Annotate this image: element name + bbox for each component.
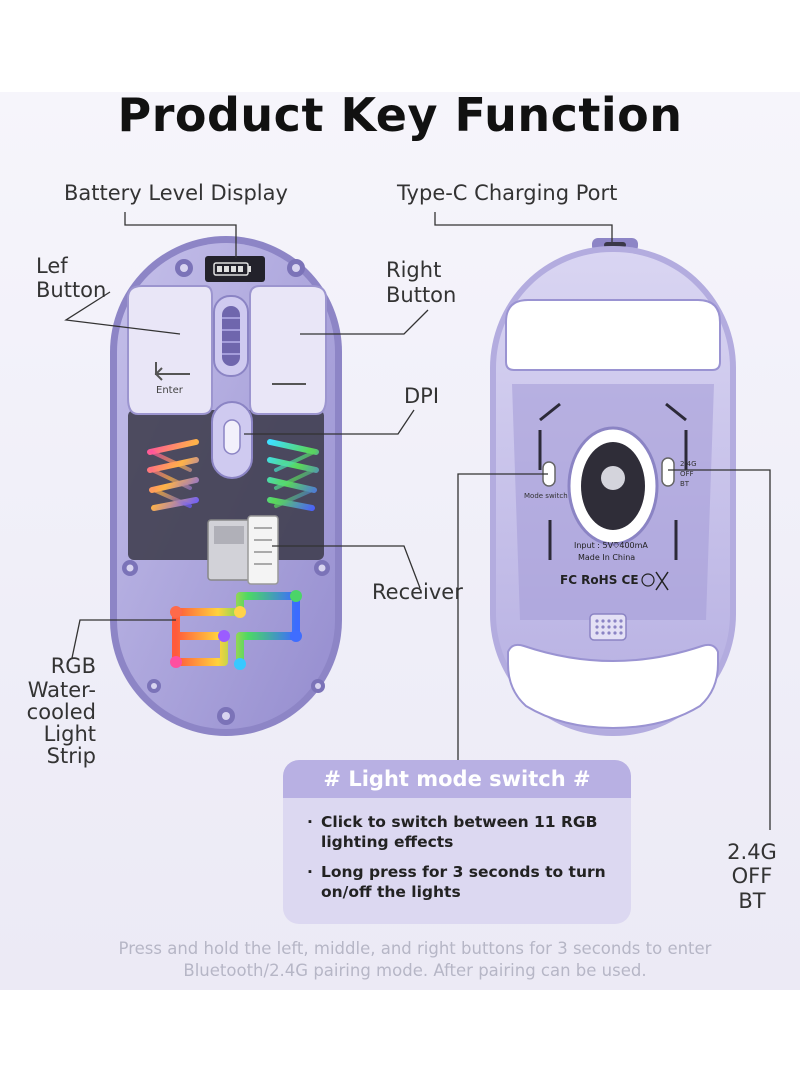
left-button-label-line2: Button	[36, 278, 107, 302]
mouse-top-view: Enter	[110, 236, 342, 736]
info-box-heading: # Light mode switch #	[283, 760, 631, 798]
rgb-label-line3: cooled	[26, 700, 96, 724]
switch-24g-print: 2.4G	[680, 460, 697, 468]
info-item-click: · Click to switch between 11 RGB lightin…	[307, 812, 631, 852]
rgb-label-line5: Strip	[46, 744, 96, 768]
left-button-label-line1: Lef	[36, 254, 68, 278]
switch-bt-print: BT	[680, 480, 690, 488]
rgb-label-line1: RGB	[50, 654, 96, 678]
right-button-key	[249, 285, 327, 415]
mode-label-bt: BT	[738, 889, 766, 913]
right-button-label-line2: Button	[386, 283, 457, 307]
connection-mode-switch	[661, 457, 675, 487]
rgb-label-line2: Water-	[27, 678, 96, 702]
info-item-click-text: Click to switch between 11 RGB lighting …	[321, 813, 598, 851]
info-item-long-press: · Long press for 3 seconds to turn on/of…	[307, 862, 631, 902]
mode-label-24g: 2.4G	[727, 840, 777, 864]
mode-label-off: OFF	[731, 864, 773, 888]
switch-off-print: OFF	[680, 470, 694, 478]
type-c-port-label: Type-C Charging Port	[397, 181, 618, 205]
pairing-instructions: Press and hold the left, middle, and rig…	[118, 939, 712, 980]
callout-lines	[64, 212, 771, 830]
left-button-key	[127, 285, 213, 415]
rgb-label-line4: Light	[43, 722, 96, 746]
dpi-label: DPI	[404, 384, 440, 408]
input-spec-print: Input : 5V⎏400mA	[574, 541, 648, 550]
info-item-long-press-text: Long press for 3 seconds to turn on/off …	[321, 863, 606, 901]
bullet-icon: ·	[307, 813, 313, 831]
certification-print: FC RoHS CE	[560, 573, 639, 587]
made-in-print: Made In China	[578, 553, 635, 562]
bullet-icon: ·	[307, 863, 313, 881]
receiver-label: Receiver	[372, 580, 463, 604]
battery-level-label: Battery Level Display	[64, 181, 288, 205]
right-button-label-line1: Right	[386, 258, 442, 282]
mode-switch-print: Mode switch	[524, 492, 568, 500]
page-title: Product Key Function	[117, 88, 683, 142]
light-mode-info-box: # Light mode switch # · Click to switch …	[283, 760, 631, 924]
enter-key-label: Enter	[156, 385, 184, 396]
mouse-bottom-view: Mode switch 2.4G OFF BT Input : 5V⎏400mA…	[490, 238, 736, 736]
